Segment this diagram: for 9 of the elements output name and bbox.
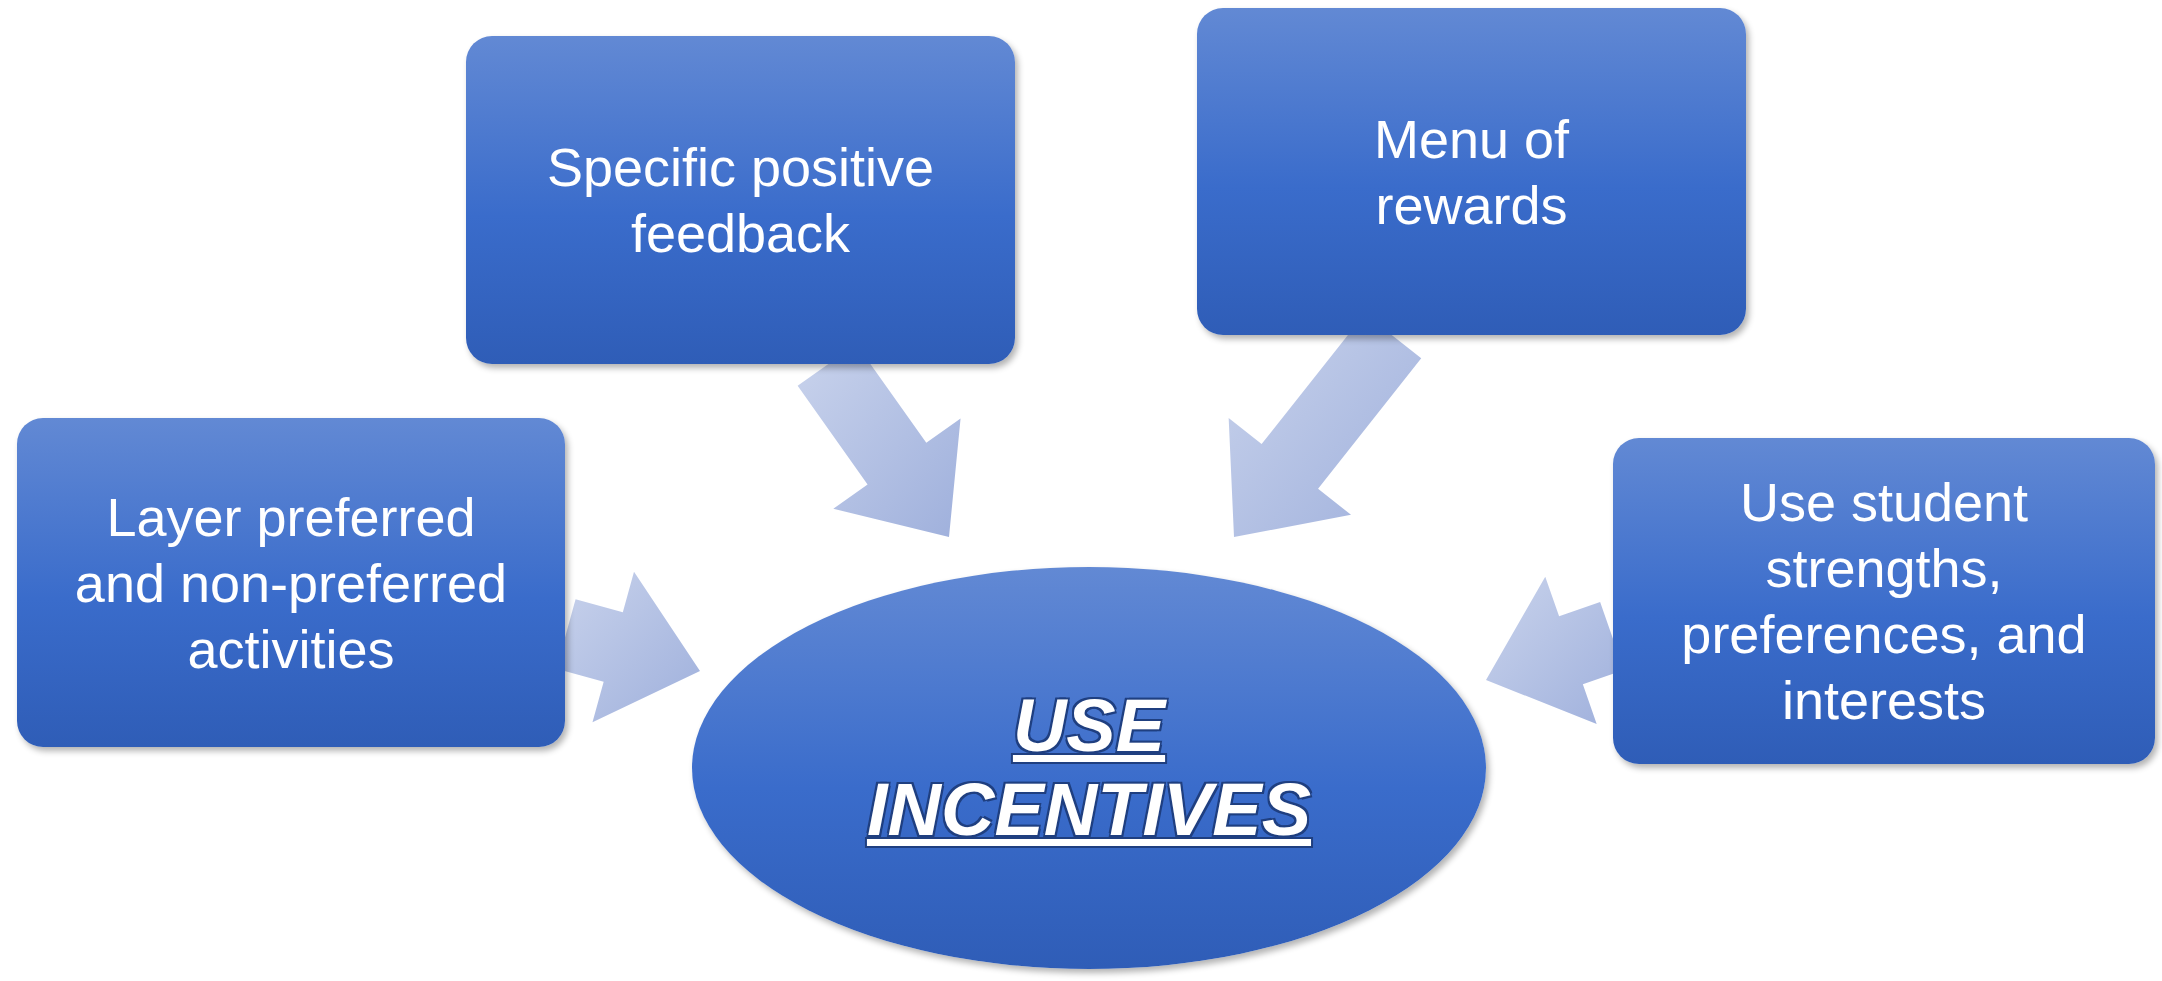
strategy-box — [466, 36, 1015, 364]
box-label: Menu of rewards — [1372, 107, 1571, 237]
box-label: Specific positive feedback — [545, 136, 936, 265]
central-title: USE INCENTIVES — [865, 684, 1313, 852]
box-label: Layer preferred and non-preferred activities — [73, 485, 509, 681]
strategy-box — [1613, 438, 2155, 764]
strategy-box — [1197, 8, 1746, 335]
strategy-box — [17, 418, 565, 747]
box-label: Use student strengths, preferences, and interests — [1680, 471, 2088, 732]
